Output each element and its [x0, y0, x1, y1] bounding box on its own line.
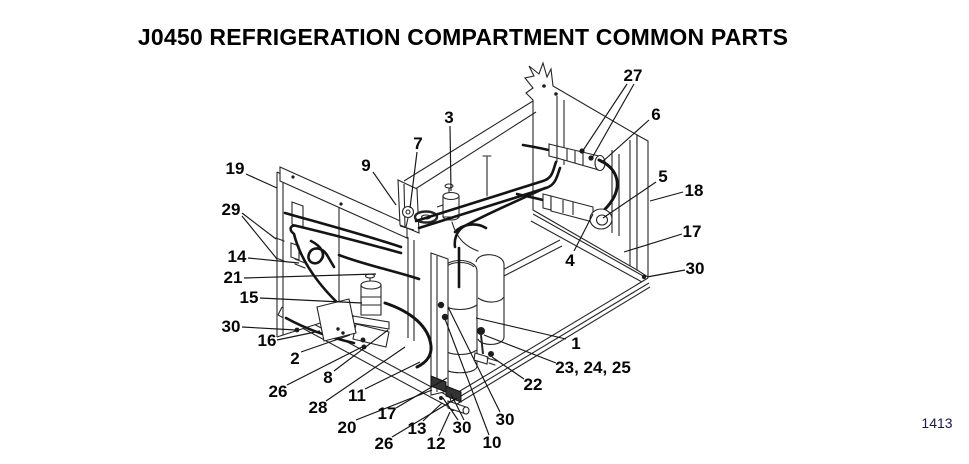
- tank-bracket: [430, 252, 449, 396]
- callout-18: 18: [685, 181, 704, 200]
- coupling-bell: [589, 208, 613, 230]
- leader-line: [600, 119, 650, 164]
- leader-line: [243, 273, 377, 279]
- leader-line: [573, 213, 594, 252]
- leader-line: [491, 356, 525, 380]
- tube-clamp: [294, 258, 306, 269]
- anchor-bolts: [430, 274, 647, 415]
- leader-line: [591, 83, 635, 159]
- callout-13: 13: [408, 419, 427, 438]
- leader-line: [241, 212, 277, 240]
- callout-23-24-25: 23, 24, 25: [555, 358, 631, 377]
- leader-line: [241, 215, 278, 260]
- callout-19: 19: [226, 159, 245, 178]
- leader-line: [395, 377, 448, 409]
- leader-line: [447, 306, 501, 413]
- leader-line: [422, 402, 443, 422]
- hose-curve: [383, 301, 433, 369]
- frame-bolt: [641, 274, 647, 280]
- mounting-plate: [294, 298, 357, 342]
- callout-26: 26: [375, 434, 394, 453]
- callout-21: 21: [224, 268, 243, 287]
- leader-line: [449, 125, 452, 192]
- leader-line: [391, 397, 458, 438]
- callout-7: 7: [413, 134, 422, 153]
- leader-line: [259, 297, 363, 304]
- callout-14: 14: [228, 247, 247, 266]
- callout-3: 3: [444, 108, 453, 127]
- callout-6: 6: [651, 105, 660, 124]
- callout-30: 30: [686, 259, 705, 278]
- callout-20: 20: [338, 418, 357, 437]
- callout-5: 5: [658, 167, 667, 186]
- quick-disconnect-fittings: [515, 143, 620, 236]
- solenoid-valve: [352, 273, 390, 350]
- clamp-bolt: [488, 351, 494, 357]
- callout-16: 16: [258, 331, 277, 350]
- leader-line: [300, 334, 351, 353]
- leader-line: [286, 346, 363, 386]
- panel-corner-bolt: [294, 327, 300, 333]
- callout-1: 1: [571, 334, 580, 353]
- leader-line: [241, 326, 297, 331]
- callout-9: 9: [361, 156, 370, 175]
- callout-28: 28: [309, 398, 328, 417]
- leader-line: [364, 361, 421, 390]
- leader-line: [450, 393, 465, 421]
- callout-26: 26: [269, 382, 288, 401]
- leader-line: [442, 397, 459, 421]
- callout-15: 15: [240, 288, 259, 307]
- leader-line: [409, 151, 418, 209]
- callout-27: 27: [624, 66, 643, 85]
- leader-line: [649, 191, 684, 202]
- leader-line: [276, 330, 321, 341]
- callout-8: 8: [323, 368, 332, 387]
- compressor-cylinder: [475, 254, 505, 345]
- callout-29: 29: [222, 200, 241, 219]
- leader-line: [325, 346, 406, 402]
- leader-line: [602, 181, 657, 219]
- callout-30: 30: [453, 418, 472, 437]
- suction-tubes: [414, 155, 562, 252]
- callout-30: 30: [222, 317, 241, 336]
- hold-down-bolt: [477, 327, 485, 335]
- callout-11: 11: [348, 386, 366, 405]
- callout-2: 2: [290, 349, 299, 368]
- callout-17: 17: [378, 404, 397, 423]
- callout-17: 17: [683, 222, 702, 241]
- bracket-bolt: [441, 313, 449, 321]
- leader-line: [245, 173, 278, 189]
- page-title: J0450 REFRIGERATION COMPARTMENT COMMON P…: [137, 24, 789, 50]
- leader-line: [475, 317, 567, 340]
- callout-22: 22: [524, 375, 543, 394]
- panel-tubing: [275, 211, 421, 345]
- leader-line: [333, 329, 389, 372]
- callout-10: 10: [483, 433, 502, 452]
- leader-line: [581, 83, 628, 153]
- callout-4: 4: [565, 251, 575, 270]
- leader-line: [444, 318, 490, 436]
- callout-12: 12: [427, 434, 446, 453]
- leader-line: [355, 389, 433, 421]
- bracket-bolt: [437, 301, 445, 309]
- page-number: 1413: [921, 415, 953, 431]
- right-wall-panel: [524, 61, 649, 279]
- leader-line: [483, 334, 557, 364]
- callout-30: 30: [496, 410, 515, 429]
- leader-line: [623, 233, 683, 253]
- leader-line: [372, 171, 397, 206]
- foot-block: [445, 385, 462, 403]
- leader-line: [646, 269, 686, 278]
- leader-line: [438, 411, 451, 437]
- leader-line: [247, 257, 300, 264]
